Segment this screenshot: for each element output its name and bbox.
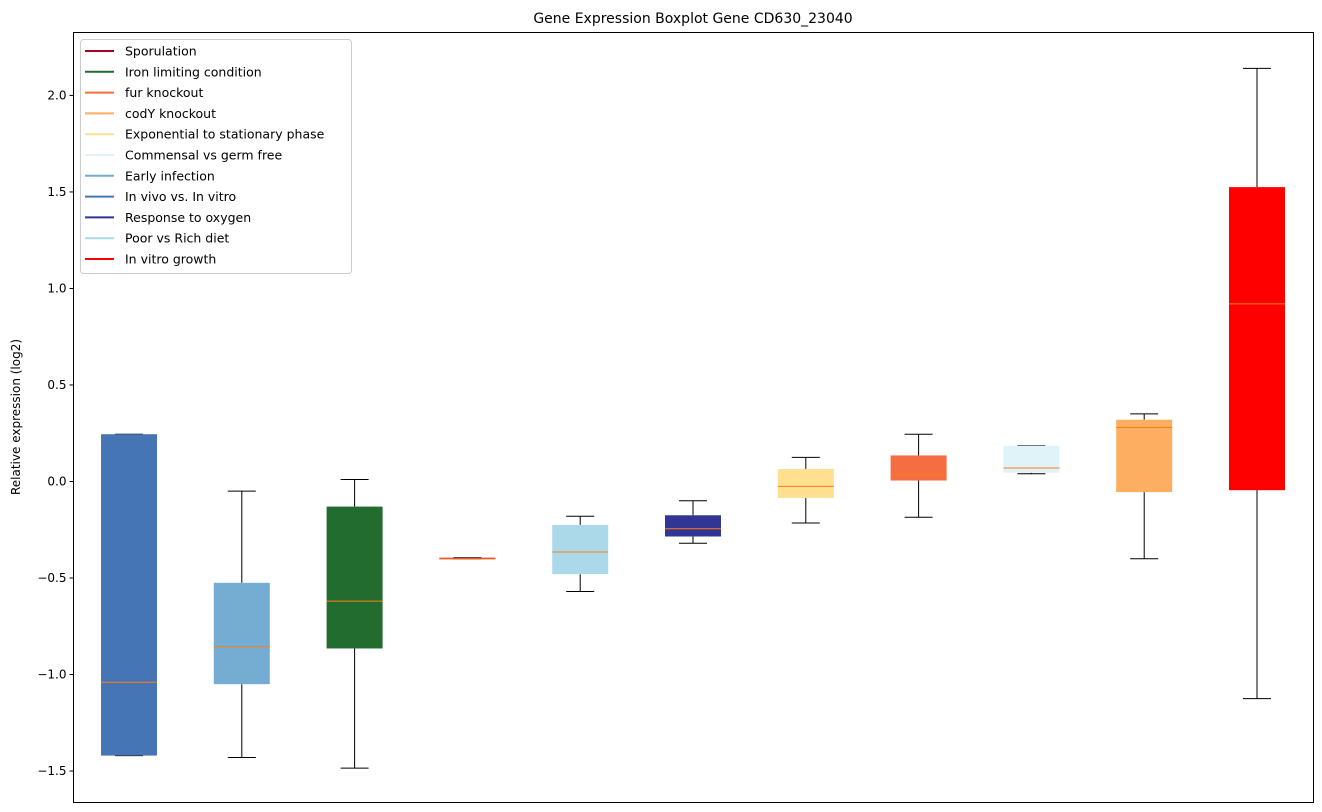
legend-frame [80,39,352,274]
legend-label: In vitro growth [125,252,216,267]
box-cody-knockout [1116,413,1173,560]
legend-label: Response to oxygen [125,210,251,225]
legend-label: codY knockout [125,106,216,121]
box-response-to-oxygen [665,500,721,544]
box-exponential-to-stationary-phase [777,456,834,524]
legend-label: Early infection [125,168,215,183]
plot-frame [73,32,1314,803]
box-body [665,515,721,537]
y-tick-label: 1.0 [47,281,66,295]
box-commensal-vs-germ-free [1003,445,1060,475]
legend-label: Iron limiting condition [125,64,262,79]
box-body [890,455,947,481]
box-body [1116,419,1173,493]
y-tick-label: −1.5 [37,764,66,778]
y-tick-label: 2.0 [47,88,66,102]
y-axis-label: Relative expression (log2) [9,339,23,495]
y-tick-label: −1.0 [37,668,66,682]
legend-label: Sporulation [125,44,197,59]
box-poor-vs-rich-diet [552,515,609,593]
box-body [1229,187,1285,491]
chart-title: Gene Expression Boxplot Gene CD630_23040 [533,11,852,27]
box-body [777,468,834,498]
box-in-vitro-growth [1229,67,1285,700]
y-tick-label: 1.5 [47,185,66,199]
box-early-infection [213,490,270,759]
box-body [1003,445,1060,473]
y-tick-label: −0.5 [37,571,66,585]
box-body [552,524,609,575]
box-fur-knockout [890,433,947,518]
legend-label: Commensal vs germ free [125,148,282,163]
y-tick-label: 0.0 [47,474,66,488]
y-tick-label: 0.5 [47,378,66,392]
box-body [101,434,157,756]
legend-label: Exponential to stationary phase [125,127,325,142]
legend-label: Poor vs Rich diet [125,231,229,246]
box-body [326,506,383,649]
box-iron-limiting-condition [326,479,383,769]
box-body [213,582,270,685]
legend-label: In vivo vs. In vitro [125,189,236,204]
box-in-vivo-vs-in-vitro [101,433,157,757]
legend-label: fur knockout [125,85,203,100]
box-sporulation [439,557,496,560]
